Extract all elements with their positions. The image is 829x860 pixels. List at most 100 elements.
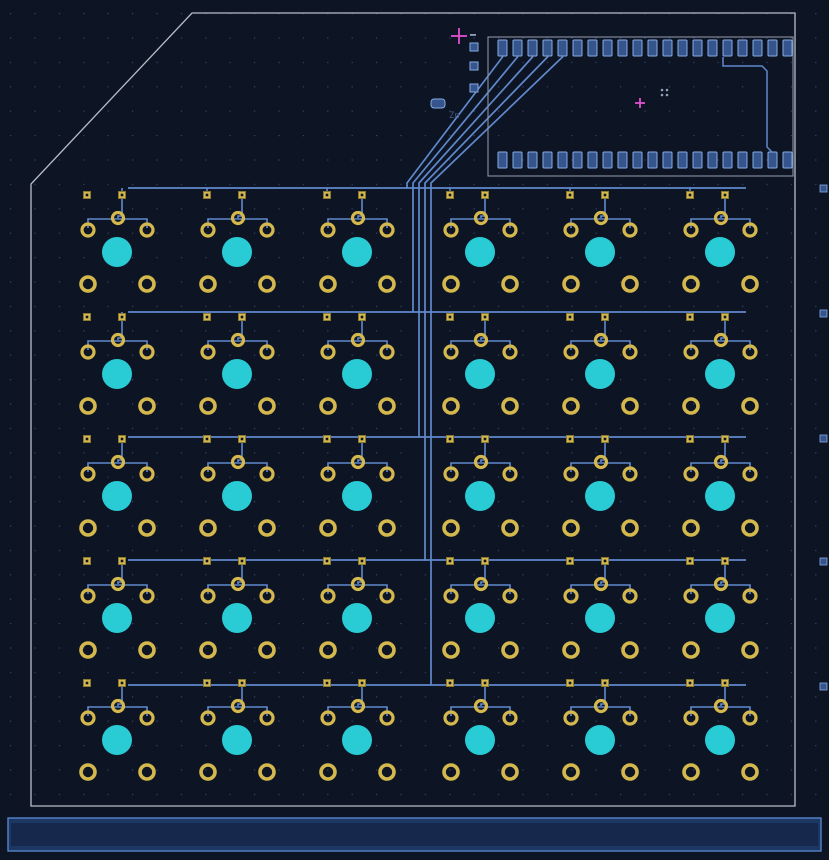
mcu-pad-top[interactable] <box>707 39 718 57</box>
mount-pad-ring[interactable] <box>741 275 759 293</box>
mount-pad-ring[interactable] <box>621 763 639 781</box>
pin-pad-ring[interactable] <box>622 588 638 604</box>
mount-pad-ring[interactable] <box>319 641 337 659</box>
key-center-hole[interactable] <box>102 603 132 633</box>
mount-pad-ring[interactable] <box>258 397 276 415</box>
mount-pad-ring[interactable] <box>79 763 97 781</box>
pin-pad-ring[interactable] <box>563 466 579 482</box>
pin-pad-ring[interactable] <box>80 466 96 482</box>
pin-pad-ring[interactable] <box>110 454 126 470</box>
mcu-pad-top[interactable] <box>632 39 643 57</box>
mcu-pad-top[interactable] <box>617 39 628 57</box>
key-center-hole[interactable] <box>585 359 615 389</box>
mount-pad-ring[interactable] <box>562 641 580 659</box>
pin-pad-ring[interactable] <box>80 344 96 360</box>
mount-pad-ring[interactable] <box>501 519 519 537</box>
pin-pad-ring[interactable] <box>593 332 609 348</box>
pin-pad-ring[interactable] <box>593 454 609 470</box>
pin-pad-ring[interactable] <box>742 710 758 726</box>
key-center-hole[interactable] <box>102 237 132 267</box>
switch-footprint-r5c2[interactable] <box>199 679 276 781</box>
pin-pad-ring[interactable] <box>350 576 366 592</box>
switch-footprint-r2c4[interactable] <box>442 312 519 415</box>
mcu-pad-bottom[interactable] <box>677 151 688 169</box>
key-center-hole[interactable] <box>342 237 372 267</box>
pin-pad-ring[interactable] <box>230 454 246 470</box>
pin-pad-ring[interactable] <box>350 698 366 714</box>
pin-pad-ring[interactable] <box>443 344 459 360</box>
key-center-hole[interactable] <box>222 359 252 389</box>
mcu-pad-bottom[interactable] <box>647 151 658 169</box>
pin-pad-ring[interactable] <box>622 222 638 238</box>
pin-pad-ring[interactable] <box>502 222 518 238</box>
switch-footprint-r5c3[interactable] <box>319 679 396 781</box>
edge-pad[interactable] <box>819 682 828 691</box>
mount-pad-ring[interactable] <box>621 519 639 537</box>
pin-pad-ring[interactable] <box>563 710 579 726</box>
pin-pad-ring[interactable] <box>713 576 729 592</box>
pin-pad-ring[interactable] <box>200 344 216 360</box>
mcu-pad-top[interactable] <box>497 39 508 57</box>
pin-pad-ring[interactable] <box>622 466 638 482</box>
pin-pad-ring[interactable] <box>473 454 489 470</box>
edge-pad[interactable] <box>819 434 828 443</box>
key-center-hole[interactable] <box>705 237 735 267</box>
mount-pad-ring[interactable] <box>199 397 217 415</box>
pin-pad-ring[interactable] <box>683 344 699 360</box>
switch-footprint-r2c6[interactable] <box>682 312 759 415</box>
pin-pad-ring[interactable] <box>320 222 336 238</box>
mcu-pad-top[interactable] <box>767 39 778 57</box>
key-center-hole[interactable] <box>705 359 735 389</box>
mcu-pad-top[interactable] <box>662 39 673 57</box>
aux-pad-square[interactable] <box>469 83 479 93</box>
key-center-hole[interactable] <box>705 603 735 633</box>
switch-footprint-r1c4[interactable] <box>442 188 519 293</box>
silkscreen-label[interactable]: Zn <box>449 111 460 121</box>
mount-pad-ring[interactable] <box>442 641 460 659</box>
key-center-hole[interactable] <box>342 725 372 755</box>
mount-pad-ring[interactable] <box>442 519 460 537</box>
pin-pad-ring[interactable] <box>502 710 518 726</box>
mount-pad-ring[interactable] <box>442 397 460 415</box>
pin-pad-ring[interactable] <box>230 576 246 592</box>
pin-pad-ring[interactable] <box>139 710 155 726</box>
switch-footprint-r3c3[interactable] <box>319 435 396 537</box>
pin-pad-ring[interactable] <box>622 710 638 726</box>
mount-pad-ring[interactable] <box>501 763 519 781</box>
bundle-trace[interactable] <box>430 56 564 686</box>
mount-pad-ring[interactable] <box>79 641 97 659</box>
pin-pad-ring[interactable] <box>379 344 395 360</box>
key-center-hole[interactable] <box>585 603 615 633</box>
mcu-pad-top[interactable] <box>692 39 703 57</box>
pin-pad-ring[interactable] <box>502 466 518 482</box>
pin-pad-ring[interactable] <box>683 588 699 604</box>
mcu-pad-bottom[interactable] <box>767 151 778 169</box>
mcu-pad-bottom[interactable] <box>707 151 718 169</box>
pin-pad-ring[interactable] <box>713 698 729 714</box>
switch-footprint-r2c2[interactable] <box>199 312 276 415</box>
key-center-hole[interactable] <box>222 237 252 267</box>
mount-pad-ring[interactable] <box>138 519 156 537</box>
key-center-hole[interactable] <box>585 725 615 755</box>
mcu-pad-top[interactable] <box>737 39 748 57</box>
mcu-pad-bottom[interactable] <box>557 151 568 169</box>
mount-pad-ring[interactable] <box>562 763 580 781</box>
pin-pad-ring[interactable] <box>379 588 395 604</box>
mount-pad-ring[interactable] <box>258 275 276 293</box>
mount-pad-ring[interactable] <box>682 275 700 293</box>
mcu-pad-top[interactable] <box>542 39 553 57</box>
pin-pad-ring[interactable] <box>80 710 96 726</box>
pin-pad-ring[interactable] <box>443 588 459 604</box>
mount-pad-ring[interactable] <box>319 397 337 415</box>
pin-pad-ring[interactable] <box>502 344 518 360</box>
switch-footprint-r4c3[interactable] <box>319 557 396 659</box>
pin-pad-ring[interactable] <box>200 466 216 482</box>
mount-pad-ring[interactable] <box>562 519 580 537</box>
switch-footprint-r3c6[interactable] <box>682 435 759 537</box>
pin-pad-ring[interactable] <box>110 210 126 226</box>
pin-pad-ring[interactable] <box>622 344 638 360</box>
pin-pad-ring[interactable] <box>200 710 216 726</box>
copper-zone-bottom[interactable] <box>7 817 822 852</box>
pin-pad-ring[interactable] <box>563 588 579 604</box>
pin-pad-ring[interactable] <box>742 588 758 604</box>
